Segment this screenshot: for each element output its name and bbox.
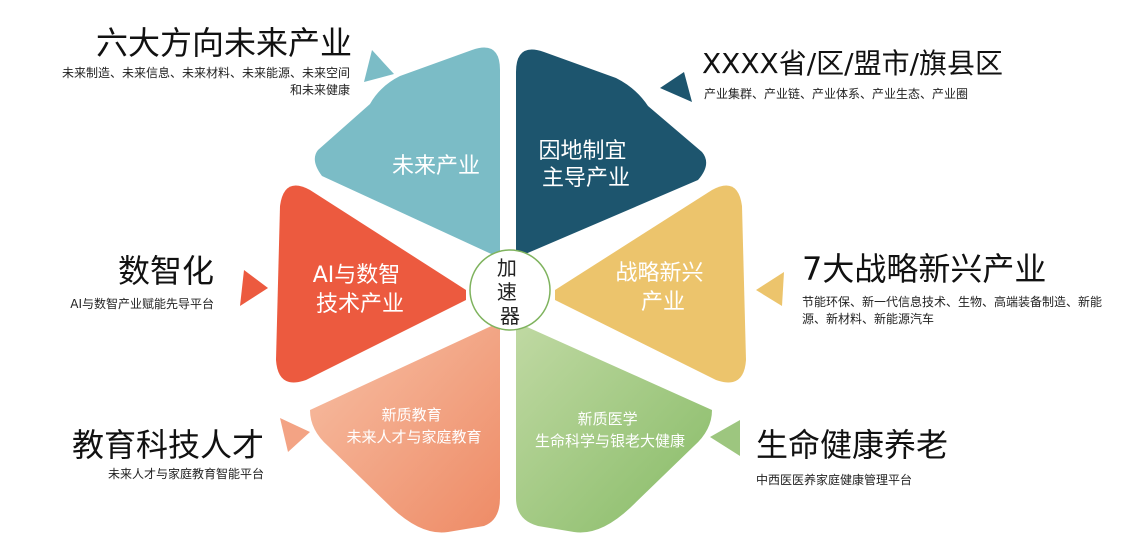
education-title: 教育科技人才 bbox=[71, 426, 264, 464]
segment-ai bbox=[276, 185, 466, 383]
segment-strategic-label: 战略新兴 产业 bbox=[615, 261, 710, 315]
strategic-title: 7大战略新兴产业 bbox=[802, 250, 1047, 288]
segment-medical bbox=[516, 322, 712, 533]
future-pointer-icon bbox=[364, 50, 394, 82]
segment-ai-label: AI与数智 技术产业 bbox=[313, 263, 408, 317]
segment-medical-label: 新质医学 生命科学与银老大健康 bbox=[535, 410, 685, 450]
segment-education-label: 新质教育 未来人才与家庭教育 bbox=[346, 406, 481, 446]
future-title: 六大方向未来产业 bbox=[95, 24, 352, 62]
hub-circle bbox=[469, 249, 551, 331]
ai-title: 数智化 bbox=[117, 252, 214, 290]
medical-title: 生命健康养老 bbox=[756, 426, 949, 464]
hub-label: 加 速 器 bbox=[497, 256, 523, 328]
education-pointer-icon bbox=[280, 418, 310, 452]
local-title: XXXX省/区/盟市/旗县区 bbox=[702, 47, 1004, 80]
strategic-pointer-icon bbox=[756, 272, 784, 306]
local-desc: 产业集群、产业链、产业体系、产业生态、产业圈 bbox=[704, 87, 969, 101]
segment-local bbox=[516, 49, 707, 258]
local-pointer-icon bbox=[660, 72, 692, 102]
segment-future-label: 未来产业 bbox=[392, 154, 480, 179]
future-desc: 未来制造、未来信息、未来材料、未来能源、未来空间和未来健康 bbox=[61, 66, 350, 97]
ai-pointer-icon bbox=[240, 270, 268, 306]
medical-pointer-icon bbox=[710, 420, 740, 456]
ai-desc: AI与数智产业赋能先导平台 bbox=[70, 297, 214, 311]
segment-strategic bbox=[555, 185, 746, 383]
strategic-desc: 节能环保、新一代信息技术、生物、高端装备制造、新能源、新材料、新能源汽车 bbox=[802, 295, 1103, 326]
segment-education bbox=[310, 322, 500, 533]
segment-local-label: 因地制宜 主导产业 bbox=[538, 139, 633, 191]
segment-future bbox=[314, 47, 500, 258]
medical-desc: 中西医医养家庭健康管理平台 bbox=[756, 473, 913, 487]
education-desc: 未来人才与家庭教育智能平台 bbox=[107, 467, 264, 481]
